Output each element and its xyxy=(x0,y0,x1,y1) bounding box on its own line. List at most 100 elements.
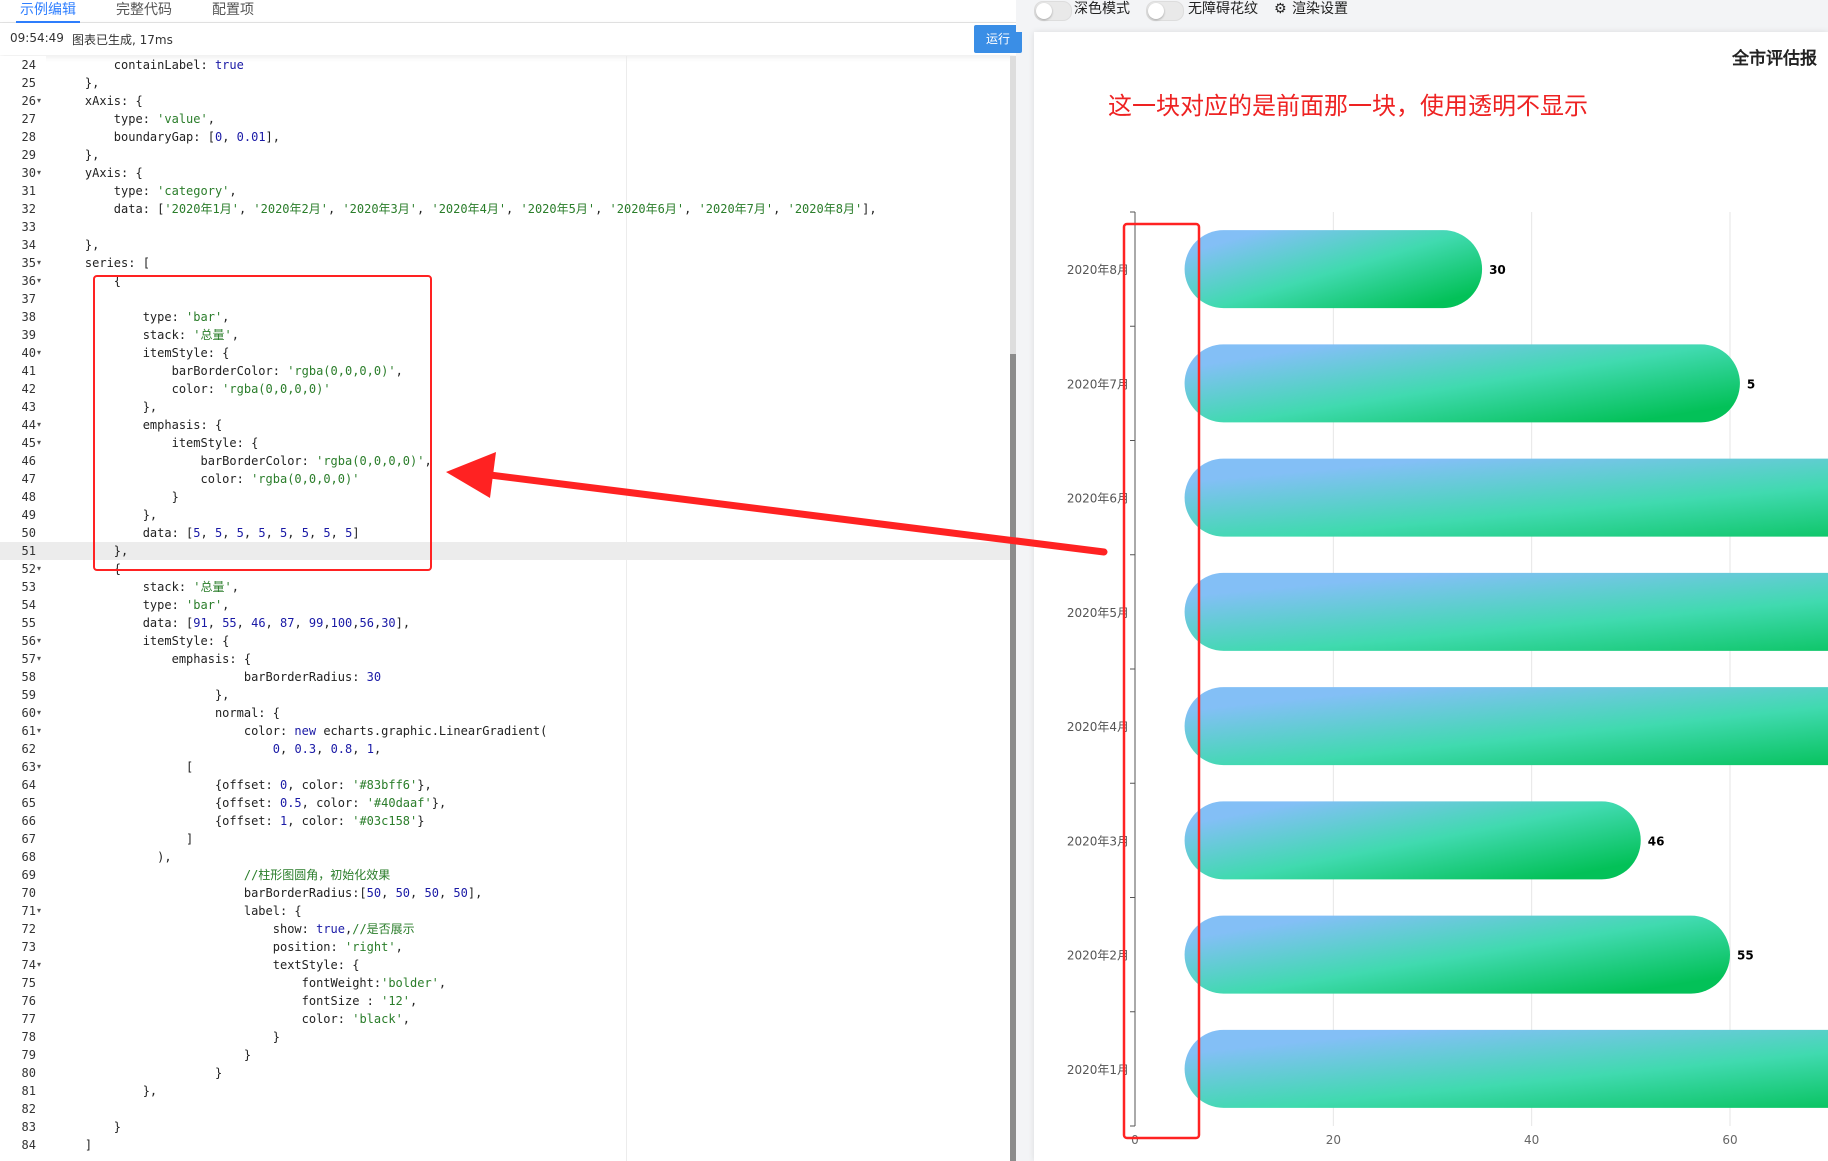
code-line[interactable]: 27 type: 'value', xyxy=(0,110,1016,128)
code-line[interactable]: 80 } xyxy=(0,1064,1016,1082)
fold-arrow-icon[interactable]: ▾ xyxy=(37,438,42,447)
code-line[interactable]: 26▾ xAxis: { xyxy=(0,92,1016,110)
fold-arrow-icon[interactable]: ▾ xyxy=(37,96,42,105)
code-line[interactable]: 24 containLabel: true xyxy=(0,56,1016,74)
code-line[interactable]: 44▾ emphasis: { xyxy=(0,416,1016,434)
code-line[interactable]: 66 {offset: 1, color: '#03c158'} xyxy=(0,812,1016,830)
dark-mode-toggle[interactable] xyxy=(1034,1,1072,21)
code-line[interactable]: 35▾ series: [ xyxy=(0,254,1016,272)
code-line[interactable]: 69 //柱形图圆角，初始化效果 xyxy=(0,866,1016,884)
code-line[interactable]: 75 fontWeight:'bolder', xyxy=(0,974,1016,992)
code-line[interactable]: 47 color: 'rgba(0,0,0,0)' xyxy=(0,470,1016,488)
bar xyxy=(1184,915,1730,994)
code-line[interactable]: 41 barBorderColor: 'rgba(0,0,0,0)', xyxy=(0,362,1016,380)
code-text: }, xyxy=(56,76,100,90)
code-line[interactable]: 73 position: 'right', xyxy=(0,938,1016,956)
fold-arrow-icon[interactable]: ▾ xyxy=(37,654,42,663)
render-settings-label[interactable]: 渲染设置 xyxy=(1292,1,1348,17)
code-line[interactable]: 39 stack: '总量', xyxy=(0,326,1016,344)
code-line[interactable]: 68 ), xyxy=(0,848,1016,866)
fold-arrow-icon[interactable]: ▾ xyxy=(37,636,42,645)
code-line[interactable]: 65 {offset: 0.5, color: '#40daaf'}, xyxy=(0,794,1016,812)
code-line[interactable]: 61▾ color: new echarts.graphic.LinearGra… xyxy=(0,722,1016,740)
code-text: itemStyle: { xyxy=(56,436,259,450)
fold-arrow-icon[interactable]: ▾ xyxy=(37,420,42,429)
line-number: 54 xyxy=(21,598,36,612)
scrollbar-thumb[interactable] xyxy=(1010,354,1016,1161)
code-line[interactable]: 76 fontSize : '12', xyxy=(0,992,1016,1010)
code-line[interactable]: 78 } xyxy=(0,1028,1016,1046)
code-line[interactable]: 37 xyxy=(0,290,1016,308)
code-line[interactable]: 72 show: true,//是否展示 xyxy=(0,920,1016,938)
code-line[interactable]: 32 data: ['2020年1月', '2020年2月', '2020年3月… xyxy=(0,200,1016,218)
code-line[interactable]: 38 type: 'bar', xyxy=(0,308,1016,326)
code-line[interactable]: 55 data: [91, 55, 46, 87, 99,100,56,30], xyxy=(0,614,1016,632)
code-text: 0, 0.3, 0.8, 1, xyxy=(272,742,382,756)
run-button[interactable]: 运行 xyxy=(974,25,1022,53)
code-line[interactable]: 54 type: 'bar', xyxy=(0,596,1016,614)
code-line[interactable]: 53 stack: '总量', xyxy=(0,578,1016,596)
tab-example-edit[interactable]: 示例编辑 xyxy=(16,0,80,23)
code-line[interactable]: 81 }, xyxy=(0,1082,1016,1100)
code-line[interactable]: 36▾ { xyxy=(0,272,1016,290)
code-line[interactable]: 46 barBorderColor: 'rgba(0,0,0,0)', xyxy=(0,452,1016,470)
line-number: 71 xyxy=(21,904,36,918)
line-number: 56 xyxy=(21,634,36,648)
code-line[interactable]: 60▾ normal: { xyxy=(0,704,1016,722)
fold-arrow-icon[interactable]: ▾ xyxy=(37,348,42,357)
data-label: 55 xyxy=(1737,949,1754,963)
code-line[interactable]: 45▾ itemStyle: { xyxy=(0,434,1016,452)
code-line[interactable]: 51 }, xyxy=(0,542,1016,560)
code-text: ] xyxy=(56,1138,93,1152)
code-line[interactable]: 67 ] xyxy=(0,830,1016,848)
fold-arrow-icon[interactable]: ▾ xyxy=(37,906,42,915)
code-line[interactable]: 43 }, xyxy=(0,398,1016,416)
code-line[interactable]: 64 {offset: 0, color: '#83bff6'}, xyxy=(0,776,1016,794)
code-line[interactable]: 70 barBorderRadius:[50, 50, 50, 50], xyxy=(0,884,1016,902)
fold-arrow-icon[interactable]: ▾ xyxy=(37,762,42,771)
tab-options[interactable]: 配置项 xyxy=(212,2,254,18)
code-line[interactable]: 25 }, xyxy=(0,74,1016,92)
code-line[interactable]: 74▾ textStyle: { xyxy=(0,956,1016,974)
gear-icon[interactable]: ⚙ xyxy=(1274,1,1287,17)
transparent-bar xyxy=(1135,344,1185,422)
line-number: 59 xyxy=(21,688,36,702)
code-line[interactable]: 33 xyxy=(0,218,1016,236)
code-line[interactable]: 30▾ yAxis: { xyxy=(0,164,1016,182)
code-line[interactable]: 79 } xyxy=(0,1046,1016,1064)
fold-arrow-icon[interactable]: ▾ xyxy=(37,276,42,285)
code-line[interactable]: 82 xyxy=(0,1100,1016,1118)
code-line[interactable]: 49 }, xyxy=(0,506,1016,524)
code-line[interactable]: 56▾ itemStyle: { xyxy=(0,632,1016,650)
code-line[interactable]: 83 } xyxy=(0,1118,1016,1136)
code-line[interactable]: 58 barBorderRadius: 30 xyxy=(0,668,1016,686)
x-tick-label: 0 xyxy=(1131,1133,1139,1147)
fold-arrow-icon[interactable]: ▾ xyxy=(37,960,42,969)
code-line[interactable]: 29 }, xyxy=(0,146,1016,164)
code-line[interactable]: 62 0, 0.3, 0.8, 1, xyxy=(0,740,1016,758)
code-line[interactable]: 50 data: [5, 5, 5, 5, 5, 5, 5, 5] xyxy=(0,524,1016,542)
code-line[interactable]: 77 color: 'black', xyxy=(0,1010,1016,1028)
code-line[interactable]: 40▾ itemStyle: { xyxy=(0,344,1016,362)
fold-arrow-icon[interactable]: ▾ xyxy=(37,726,42,735)
transparent-bar xyxy=(1135,801,1185,879)
code-line[interactable]: 71▾ label: { xyxy=(0,902,1016,920)
code-line[interactable]: 31 type: 'category', xyxy=(0,182,1016,200)
fold-arrow-icon[interactable]: ▾ xyxy=(37,168,42,177)
code-line[interactable]: 63▾ [ xyxy=(0,758,1016,776)
tab-full-code[interactable]: 完整代码 xyxy=(116,2,172,18)
code-line[interactable]: 48 } xyxy=(0,488,1016,506)
fold-arrow-icon[interactable]: ▾ xyxy=(37,708,42,717)
code-line[interactable]: 59 }, xyxy=(0,686,1016,704)
fold-arrow-icon[interactable]: ▾ xyxy=(37,258,42,267)
code-line[interactable]: 34 }, xyxy=(0,236,1016,254)
accessibility-toggle[interactable] xyxy=(1146,1,1184,21)
fold-arrow-icon[interactable]: ▾ xyxy=(37,564,42,573)
code-line[interactable]: 28 boundaryGap: [0, 0.01], xyxy=(0,128,1016,146)
code-line[interactable]: 57▾ emphasis: { xyxy=(0,650,1016,668)
code-line[interactable]: 42 color: 'rgba(0,0,0,0)' xyxy=(0,380,1016,398)
code-line[interactable]: 84 ] xyxy=(0,1136,1016,1154)
line-number: 40 xyxy=(21,346,36,360)
code-text: type: 'value', xyxy=(56,112,215,126)
